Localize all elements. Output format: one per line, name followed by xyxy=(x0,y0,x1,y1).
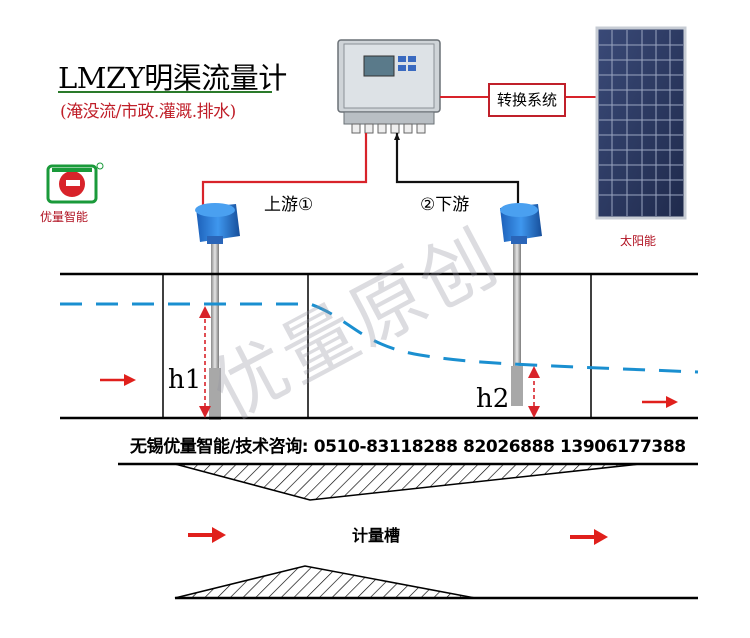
upstream-sensor-icon xyxy=(195,203,240,420)
wiring xyxy=(201,96,596,206)
diagram-title: LMZY明渠流量计 xyxy=(58,61,287,95)
channel-profile xyxy=(60,272,698,420)
h1-dimension-arrow xyxy=(199,306,211,418)
logo-brand-text: 优量智能 xyxy=(40,210,89,224)
downstream-sensor-icon xyxy=(500,203,542,406)
flume-arrow-left-icon xyxy=(188,527,226,543)
solar-panel-icon xyxy=(595,26,687,220)
converter-label: 转换系统 xyxy=(488,83,566,117)
flume-arrow-right-icon xyxy=(570,529,608,545)
h2-label: h2 xyxy=(476,384,510,414)
water-surface-line xyxy=(60,302,699,374)
converter-box-icon xyxy=(337,39,441,134)
solar-label: 太阳能 xyxy=(620,234,657,248)
flume-plan-view xyxy=(118,462,698,600)
h2-dimension-arrow xyxy=(528,366,540,418)
flume-label: 计量槽 xyxy=(352,526,401,545)
flow-arrow-right-icon xyxy=(642,396,678,408)
h1-label: h1 xyxy=(168,365,202,395)
flow-arrow-left-icon xyxy=(100,374,136,386)
diagram-subtitle: (淹没流/市政.灌溉.排水) xyxy=(60,102,236,122)
upstream-label: 上游① xyxy=(264,195,314,215)
downstream-label: ②下游 xyxy=(420,195,470,215)
contact-info: 无锡优量智能/技术咨询: 0510-83118288 82026888 1390… xyxy=(130,437,686,457)
logo-icon xyxy=(46,162,104,204)
